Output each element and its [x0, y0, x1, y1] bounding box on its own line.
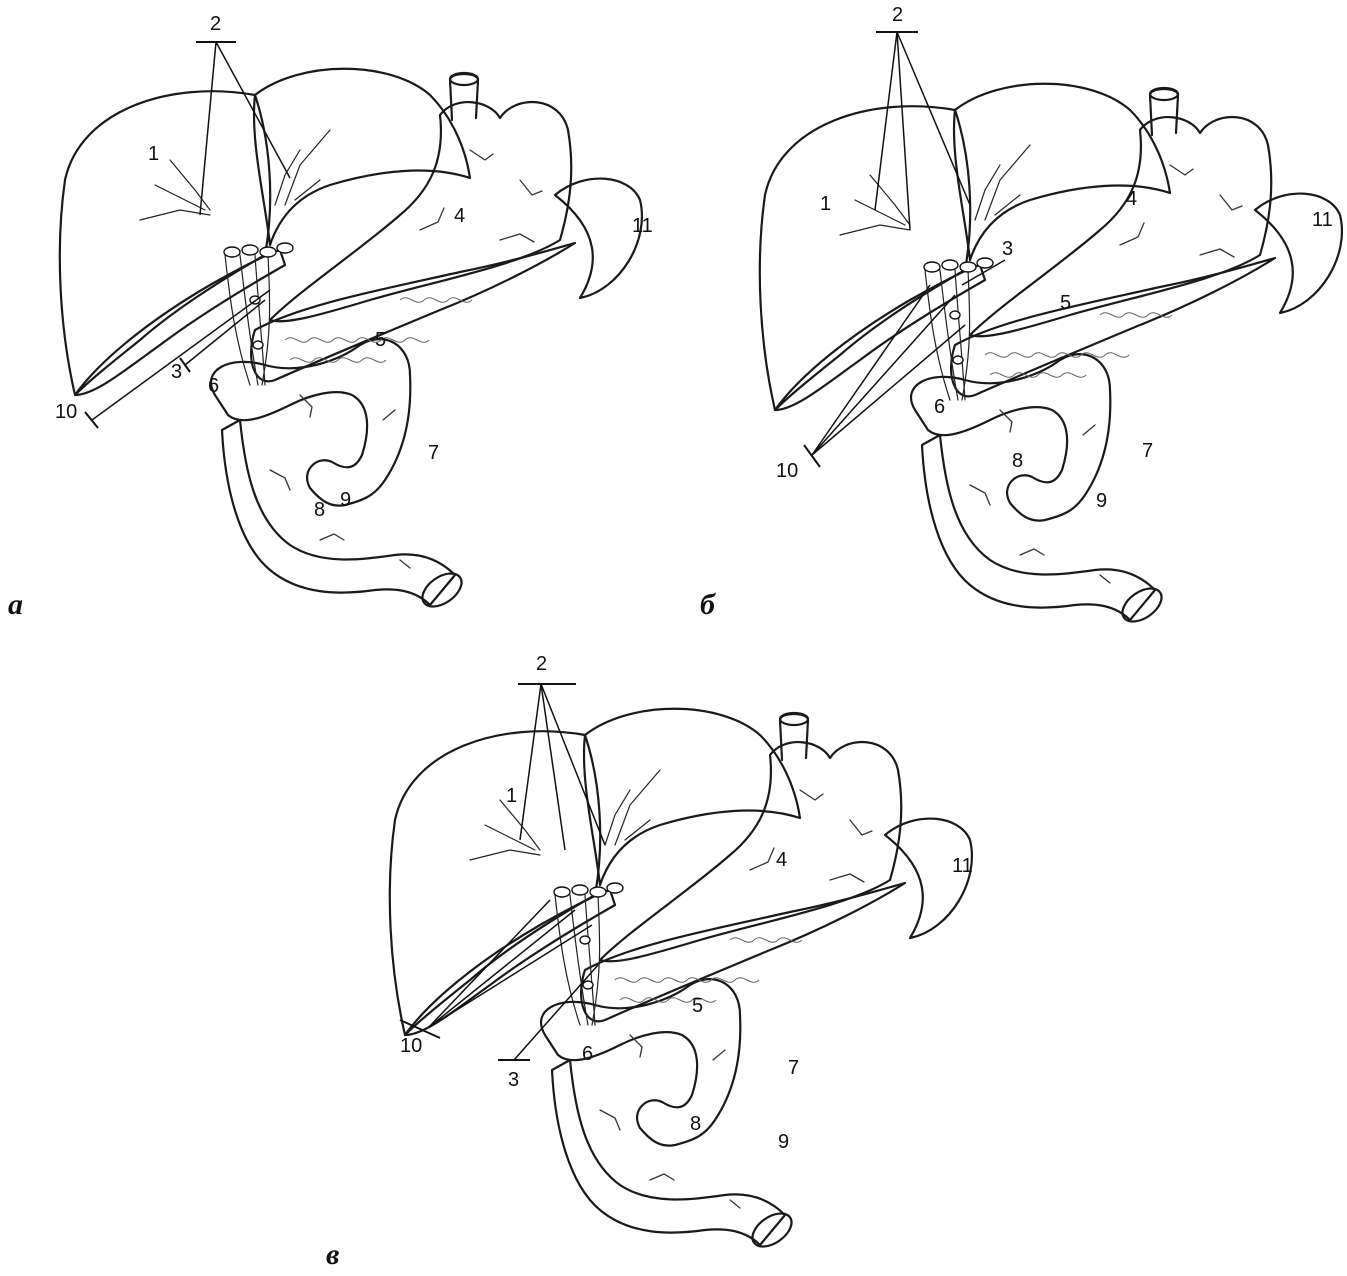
panel-a: 1 2 3 4 5 6 7 8 9 10 11 а — [8, 13, 653, 621]
label-2-leader-b — [216, 42, 290, 178]
panel-b-letter: б — [700, 588, 716, 621]
panel-a-label-11: 11 — [632, 215, 653, 237]
label-2-leader-a — [875, 32, 897, 210]
panel-b-label-7: 7 — [1142, 440, 1153, 462]
panel-c: 1 2 3 4 5 6 7 8 9 10 11 в — [326, 653, 973, 1271]
panel-b-label-10: 10 — [776, 460, 798, 482]
panel-a-label-2: 2 — [210, 13, 221, 35]
label-10-leader-b — [428, 910, 575, 1028]
panel-c-label-7: 7 — [788, 1057, 799, 1079]
label-10-bar — [85, 412, 98, 428]
label-2-leader-b — [541, 684, 565, 850]
panel-c-label-3: 3 — [508, 1069, 519, 1091]
panel-c-letter: в — [326, 1238, 339, 1271]
panel-c-label-11: 11 — [952, 855, 973, 877]
panel-a-label-6: 6 — [208, 375, 219, 397]
panel-b-organs — [760, 84, 1342, 629]
panel-a-label-3: 3 — [171, 361, 182, 383]
panel-b-label-11: 11 — [1312, 209, 1333, 231]
panel-b-label-9: 9 — [1096, 490, 1107, 512]
panel-b-label-2: 2 — [892, 4, 903, 26]
label-2-leader-a — [200, 42, 216, 215]
panel-c-label-6: 6 — [582, 1043, 593, 1065]
panel-c-label-5: 5 — [692, 995, 703, 1017]
label-10-leader-b — [812, 295, 955, 455]
panel-a-label-1: 1 — [148, 143, 159, 165]
panel-a-label-10: 10 — [55, 401, 77, 423]
panel-b-label-6: 6 — [934, 396, 945, 418]
panel-c-label-4: 4 — [776, 849, 787, 871]
panel-a-letter: а — [8, 588, 23, 621]
panel-b-label-4: 4 — [1126, 188, 1137, 210]
panel-b-label-3: 3 — [1002, 238, 1013, 260]
label-2-leader-a — [520, 684, 541, 840]
label-2-leader-c — [541, 684, 605, 845]
panel-b-label-1: 1 — [820, 193, 831, 215]
panel-c-label-10: 10 — [400, 1035, 422, 1057]
panel-a-label-8: 8 — [314, 499, 325, 521]
panel-c-organs — [390, 709, 972, 1254]
label-2-leader-c — [897, 32, 970, 205]
panel-c-label-1: 1 — [506, 785, 517, 807]
panel-a-label-5: 5 — [375, 329, 386, 351]
panel-c-label-9: 9 — [778, 1131, 789, 1153]
panel-a-label-4: 4 — [454, 205, 465, 227]
label-2-leader-b — [897, 32, 910, 230]
panel-a-label-9: 9 — [340, 489, 351, 511]
panel-b: 1 2 3 4 5 6 7 8 9 10 11 б — [700, 4, 1342, 628]
panel-b-label-5: 5 — [1060, 292, 1071, 314]
panel-a-label-7: 7 — [428, 442, 439, 464]
label-10-leader-a — [428, 900, 550, 1028]
panel-b-label-8: 8 — [1012, 450, 1023, 472]
panel-c-label-2: 2 — [536, 653, 547, 675]
label-10-leader — [92, 290, 270, 420]
panel-c-label-8: 8 — [690, 1113, 701, 1135]
